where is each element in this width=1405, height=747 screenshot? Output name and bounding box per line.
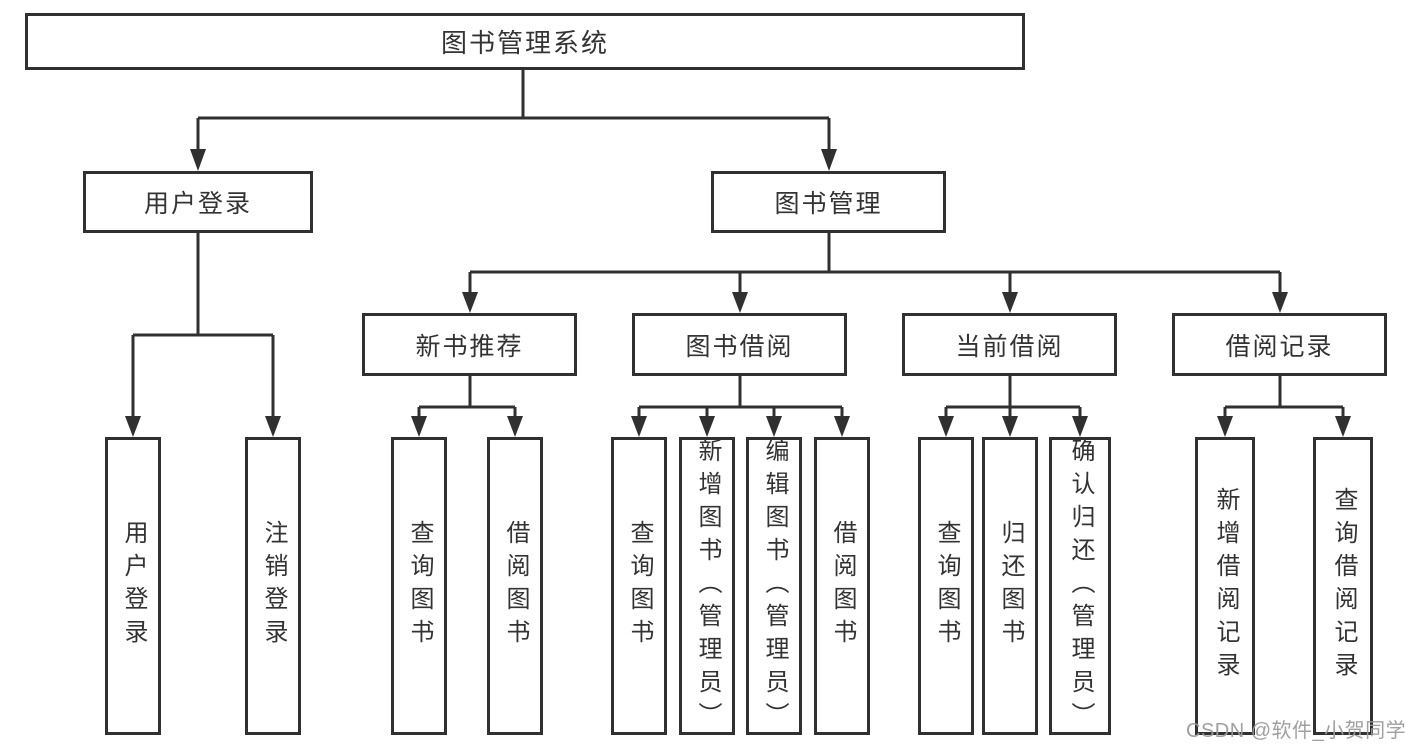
- arrow-down-icon: [938, 416, 954, 437]
- leaf-borrowing-borrow-books: 借阅图书: [814, 437, 870, 735]
- leaf-newbook-query-books: 查询图书: [391, 437, 447, 735]
- arrow-down-icon: [834, 416, 850, 437]
- node-label: 用户登录: [120, 520, 147, 652]
- node-label: 编辑图书（管理员）: [761, 437, 788, 735]
- node-label: 借阅图书: [829, 520, 856, 652]
- node-book-borrowing: 图书借阅: [632, 313, 847, 376]
- leaf-borrowing-query-books: 查询图书: [611, 437, 667, 735]
- arrow-down-icon: [732, 292, 748, 313]
- node-book-management: 图书管理: [711, 171, 946, 233]
- leaf-query-borrow-record: 查询借阅记录: [1313, 437, 1373, 735]
- node-current-borrowing: 当前借阅: [902, 313, 1117, 376]
- node-label: 注销登录: [260, 520, 287, 652]
- arrow-down-icon: [411, 416, 427, 437]
- node-label: 查询图书: [406, 520, 433, 652]
- arrow-down-icon: [265, 416, 281, 437]
- leaf-return-books: 归还图书: [982, 437, 1038, 735]
- arrow-down-icon: [1072, 416, 1088, 437]
- borrow-record-to-leaves-connector: [1217, 376, 1351, 437]
- leaf-newbook-borrow-books: 借阅图书: [487, 437, 543, 735]
- watermark: CSDN @软件_小贺同学: [1186, 720, 1405, 742]
- arrow-down-icon: [699, 416, 715, 437]
- arrow-down-icon: [766, 416, 782, 437]
- leaf-edit-books-admin: 编辑图书（管理员）: [746, 437, 802, 735]
- node-label: 查询图书: [626, 520, 653, 652]
- node-user-login: 用户登录: [83, 171, 313, 233]
- arrow-down-icon: [821, 149, 837, 171]
- arrow-down-icon: [507, 416, 523, 437]
- arrow-down-icon: [462, 292, 478, 313]
- node-label: 查询图书: [933, 520, 960, 652]
- node-new-book-recommendation: 新书推荐: [362, 313, 577, 376]
- node-library-management-system: 图书管理系统: [25, 13, 1025, 70]
- node-label: 借阅图书: [502, 520, 529, 652]
- leaf-add-borrow-record: 新增借阅记录: [1195, 437, 1255, 735]
- arrow-down-icon: [190, 149, 206, 171]
- arrow-down-icon: [631, 416, 647, 437]
- arrow-down-icon: [1002, 416, 1018, 437]
- arrow-down-icon: [125, 416, 141, 437]
- book-borrow-to-leaves-connector: [631, 376, 850, 437]
- node-label: 新增借阅记录: [1212, 487, 1239, 685]
- arrow-down-icon: [1335, 416, 1351, 437]
- leaf-confirm-return-admin: 确认归还（管理员）: [1049, 437, 1111, 735]
- node-label: 新增图书（管理员）: [694, 437, 721, 735]
- arrow-down-icon: [1217, 416, 1233, 437]
- arrow-down-icon: [1002, 292, 1018, 313]
- new-book-to-leaves-connector: [411, 376, 523, 437]
- leaf-logout: 注销登录: [245, 437, 301, 735]
- user-login-to-leaves-connector: [125, 233, 281, 437]
- node-label: 查询借阅记录: [1330, 487, 1357, 685]
- leaf-add-books-admin: 新增图书（管理员）: [679, 437, 735, 735]
- arrow-down-icon: [1272, 292, 1288, 313]
- root-to-level2-connector: [190, 70, 837, 171]
- leaf-current-query-books: 查询图书: [918, 437, 974, 735]
- node-label: 归还图书: [997, 520, 1024, 652]
- current-borrow-to-leaves-connector: [938, 376, 1088, 437]
- node-borrowing-records: 借阅记录: [1172, 313, 1387, 376]
- leaf-user-login: 用户登录: [105, 437, 161, 735]
- node-label: 确认归还（管理员）: [1067, 437, 1094, 735]
- book-management-to-level3-connector: [462, 233, 1288, 313]
